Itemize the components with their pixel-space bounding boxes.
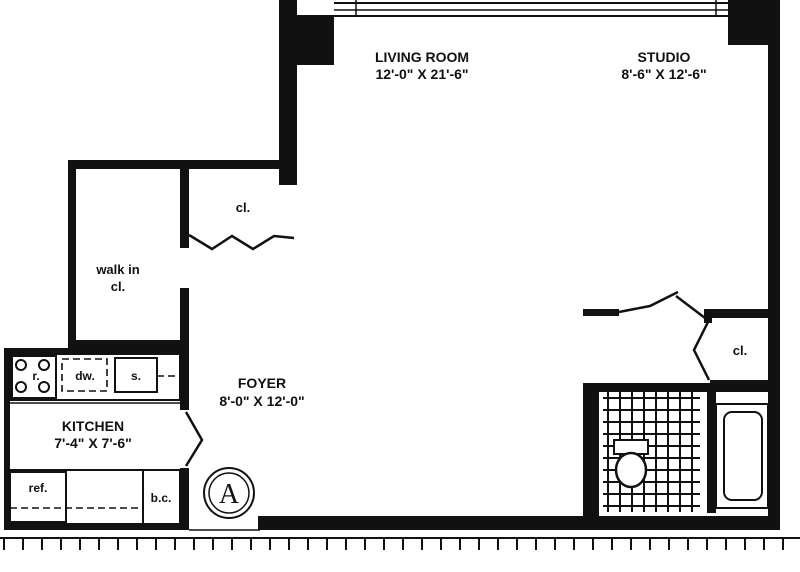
burner-2	[38, 359, 50, 371]
walk-in-closet-label-line2: cl.	[111, 279, 125, 294]
wall-kitchen-right-upper	[180, 348, 189, 410]
wall-right	[768, 0, 780, 530]
wall-bottom	[258, 516, 780, 530]
unit-marker: A	[203, 467, 255, 519]
toilet-bowl	[614, 451, 648, 489]
bathroom	[603, 392, 769, 512]
upper-closet-door	[188, 233, 295, 251]
bathtub	[715, 403, 769, 509]
burner-3	[15, 381, 27, 393]
studio-label: STUDIO	[638, 49, 691, 65]
wall-studio-closet-left	[704, 309, 712, 323]
kitchen-label: KITCHEN	[62, 418, 124, 434]
kitchen-counter-top	[9, 353, 181, 401]
dishwasher-label: dw.	[75, 369, 95, 383]
wall-bath-divider	[707, 383, 716, 513]
studio-dimensions: 8'-6" X 12'-6"	[621, 66, 706, 82]
unit-marker-inner-ring	[208, 472, 250, 514]
wall-kitchen-left	[4, 348, 10, 530]
wall-kitchen-right-lower	[180, 468, 189, 530]
sink-label: s.	[131, 369, 141, 383]
living-room-label: LIVING ROOM	[375, 49, 469, 65]
kitchen-dimensions: 7'-4" X 7'-6"	[54, 435, 132, 451]
burner-1	[15, 359, 27, 371]
living-room-dimensions: 12'-0" X 21'-6"	[375, 66, 468, 82]
refrigerator-label: ref.	[29, 481, 48, 495]
refrigerator	[9, 471, 67, 523]
studio-closet-door	[692, 319, 711, 381]
doors	[184, 233, 711, 531]
wall-upper-closet-left	[180, 160, 189, 248]
wall-top-left-pier	[279, 15, 334, 65]
foyer-label: FOYER	[238, 375, 286, 391]
walk-in-closet-label-line1: walk in	[95, 262, 139, 277]
walls	[4, 0, 780, 530]
ruler	[0, 537, 800, 550]
wall-kitchen-top	[4, 348, 189, 354]
kitchen-door	[184, 411, 204, 467]
studio-door-left	[618, 290, 679, 314]
studio-closet-label: cl.	[733, 343, 747, 358]
wall-walkin-left	[68, 160, 76, 348]
foyer-dimensions: 8'-0" X 12'-0"	[219, 393, 304, 409]
wall-kitchen-bottom	[4, 524, 189, 530]
wall-bath-left	[583, 383, 599, 528]
upper-closet-label: cl.	[236, 200, 250, 215]
dishwasher	[61, 358, 108, 392]
bathtub-inner	[723, 411, 763, 501]
range	[11, 355, 57, 399]
unit-marker-outer-ring	[203, 467, 255, 519]
burner-4	[38, 381, 50, 393]
wall-bath-top	[583, 383, 773, 392]
sink	[114, 357, 158, 393]
wall-walkin-right-lower	[180, 288, 189, 348]
wall-studio-closet-top	[705, 309, 770, 318]
studio-door-right	[675, 295, 706, 319]
broom-closet-label: b.c.	[151, 491, 172, 505]
ruler-ticks	[3, 538, 784, 550]
kitchen-fixtures	[9, 353, 181, 525]
wall-studio-partition	[583, 309, 619, 316]
wall-walkin-bottom	[68, 340, 189, 348]
unit-marker-letter: A	[219, 479, 240, 510]
range-label: r.	[32, 369, 39, 383]
